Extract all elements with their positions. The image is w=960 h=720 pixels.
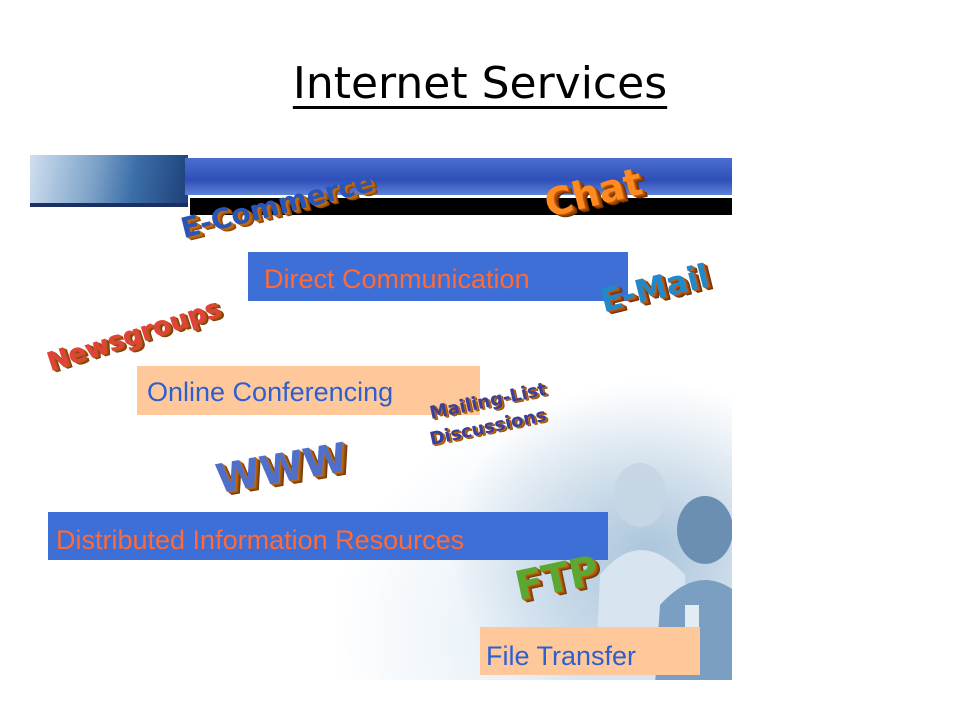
online-conferencing-box: Online Conferencing xyxy=(137,366,480,415)
distributed-information-resources-label: Distributed Information Resources xyxy=(56,525,465,555)
slide-title: Internet Services xyxy=(292,58,668,109)
newsgroups-wordart: Newsgroups xyxy=(43,293,225,378)
header-photo-line xyxy=(30,203,188,207)
www-wordart: WWW xyxy=(212,434,351,503)
online-conferencing-label: Online Conferencing xyxy=(147,377,394,407)
header-photo xyxy=(30,155,188,207)
file-transfer-box: File Transfer xyxy=(480,627,700,675)
direct-communication-box: Direct Communication xyxy=(248,252,628,301)
distributed-information-resources-box: Distributed Information Resources xyxy=(48,512,608,560)
internet-services-illustration: Direct Communication Online Conferencing… xyxy=(30,155,732,680)
header-black-bar xyxy=(190,198,732,215)
file-transfer-label: File Transfer xyxy=(486,641,637,671)
header-blue-bar xyxy=(185,158,732,195)
direct-communication-label: Direct Communication xyxy=(264,264,530,294)
